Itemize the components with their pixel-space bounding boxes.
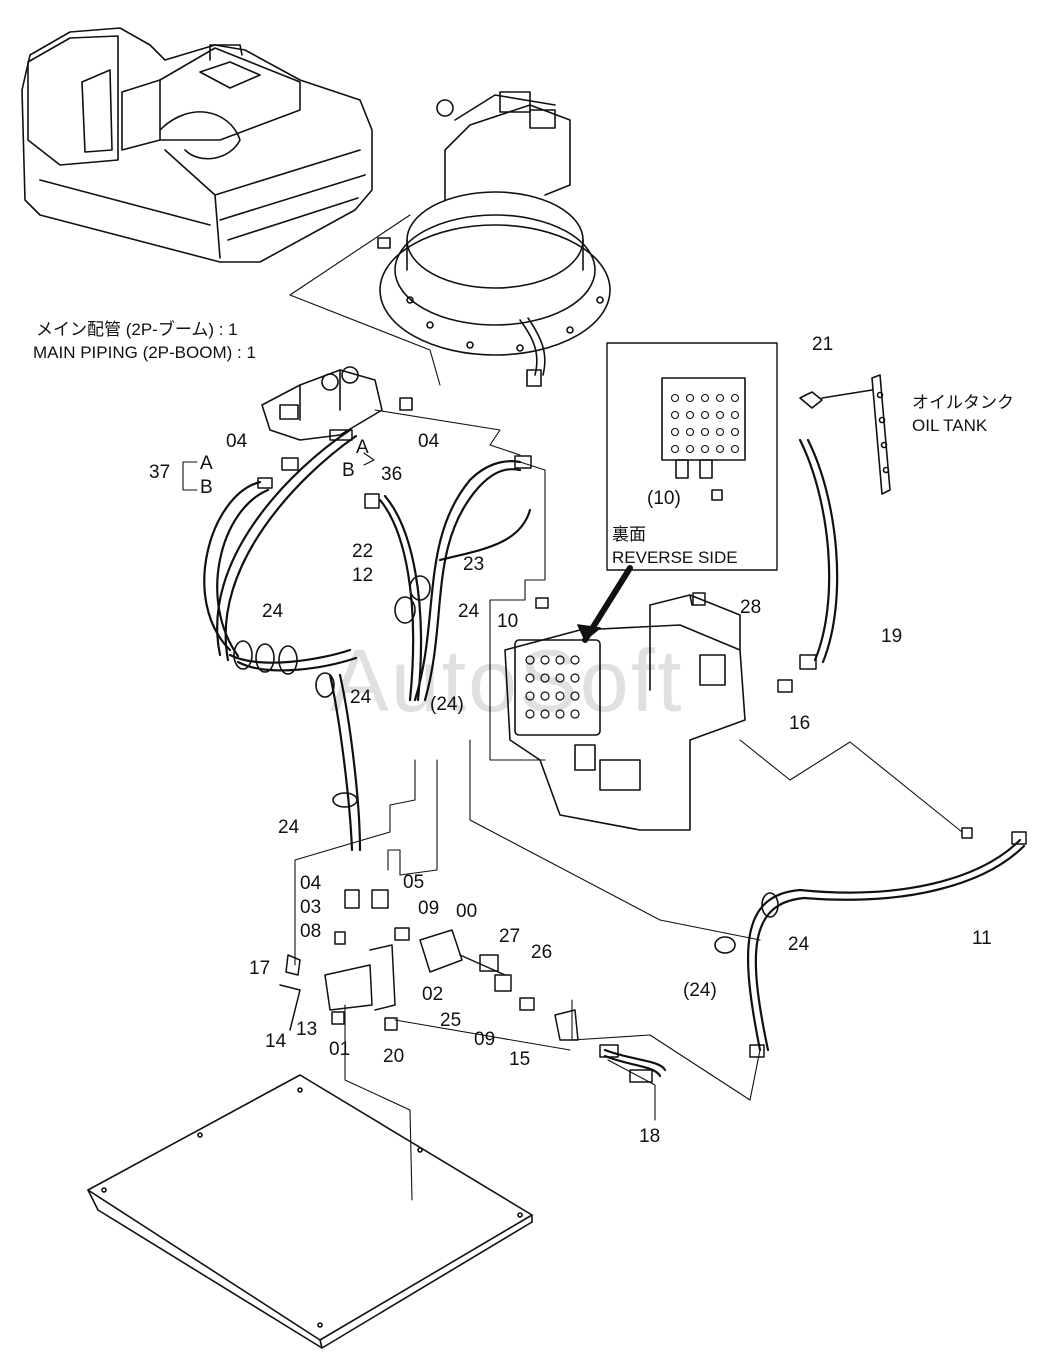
callout-01: 01: [329, 1039, 351, 1060]
callout-24: 24: [278, 817, 300, 838]
callout-23: 23: [463, 554, 485, 575]
callout-24: 24: [458, 601, 480, 622]
leader-lines: [182, 214, 963, 1201]
fittings: [257, 429, 1027, 1083]
callout-22: 22: [352, 541, 374, 562]
reverse-side-part-callout: (10): [647, 488, 681, 509]
callout-14: 14: [265, 1031, 287, 1052]
callout-b: B: [342, 460, 355, 481]
callout-04: 04: [300, 873, 322, 894]
callout-04: 04: [226, 431, 248, 452]
callout-24-parenthetical: (24): [430, 694, 464, 715]
floor-plate-illustration: [87, 1074, 533, 1349]
callout-09: 09: [418, 898, 440, 919]
excavator-illustration: [21, 27, 373, 263]
callout-37: 37: [149, 462, 171, 483]
callout-19: 19: [881, 626, 903, 647]
callout-24-parenthetical: (24): [683, 980, 717, 1001]
callout-26: 26: [531, 942, 553, 963]
callout-16: 16: [789, 713, 811, 734]
callout-02: 02: [422, 984, 444, 1005]
callout-11: 11: [972, 928, 992, 949]
callout-21: 21: [812, 334, 834, 355]
callout-04: 04: [418, 431, 440, 452]
oil-tank-plate: [799, 374, 891, 495]
callout-25: 25: [440, 1010, 462, 1031]
pilot-valve-illustration: [261, 366, 413, 441]
callout-27: 27: [499, 926, 521, 947]
callout-20: 20: [383, 1046, 405, 1067]
callout-b: B: [200, 477, 213, 498]
hose-lines: [203, 428, 1026, 1078]
swing-motor-illustration: [377, 91, 611, 387]
callout-12: 12: [352, 565, 374, 586]
callout-08: 08: [300, 921, 322, 942]
callout-13: 13: [296, 1019, 318, 1040]
callout-24: 24: [350, 687, 372, 708]
watermark: AutoSoft: [330, 631, 684, 730]
callout-00: 00: [456, 901, 478, 922]
clamps: [233, 575, 779, 954]
callout-10: 10: [497, 611, 519, 632]
callout-28: 28: [740, 597, 762, 618]
callout-24: 24: [262, 601, 284, 622]
callout-09: 09: [474, 1029, 496, 1050]
callout-17: 17: [249, 958, 271, 979]
callout-24: 24: [788, 934, 810, 955]
callout-05: 05: [403, 872, 425, 893]
oil-tank-label-jp: オイルタンク: [912, 393, 1014, 412]
reverse-side-label-en: REVERSE SIDE: [612, 548, 738, 567]
reverse-side-label-jp: 裏面: [612, 525, 646, 544]
callout-18: 18: [639, 1126, 661, 1147]
callout-03: 03: [300, 897, 322, 918]
callout-36: 36: [381, 464, 403, 485]
callout-a: A: [200, 453, 213, 474]
callout-a: A: [356, 437, 369, 458]
control-valve-illustration: [504, 594, 746, 831]
callout-15: 15: [509, 1049, 531, 1070]
main-piping-title-jp: メイン配管 (2P-ブーム) : 1: [36, 320, 238, 339]
oil-tank-label-en: OIL TANK: [912, 416, 988, 435]
main-piping-title-en: MAIN PIPING (2P-BOOM) : 1: [33, 343, 256, 362]
reverse-side-inset: [577, 342, 778, 643]
